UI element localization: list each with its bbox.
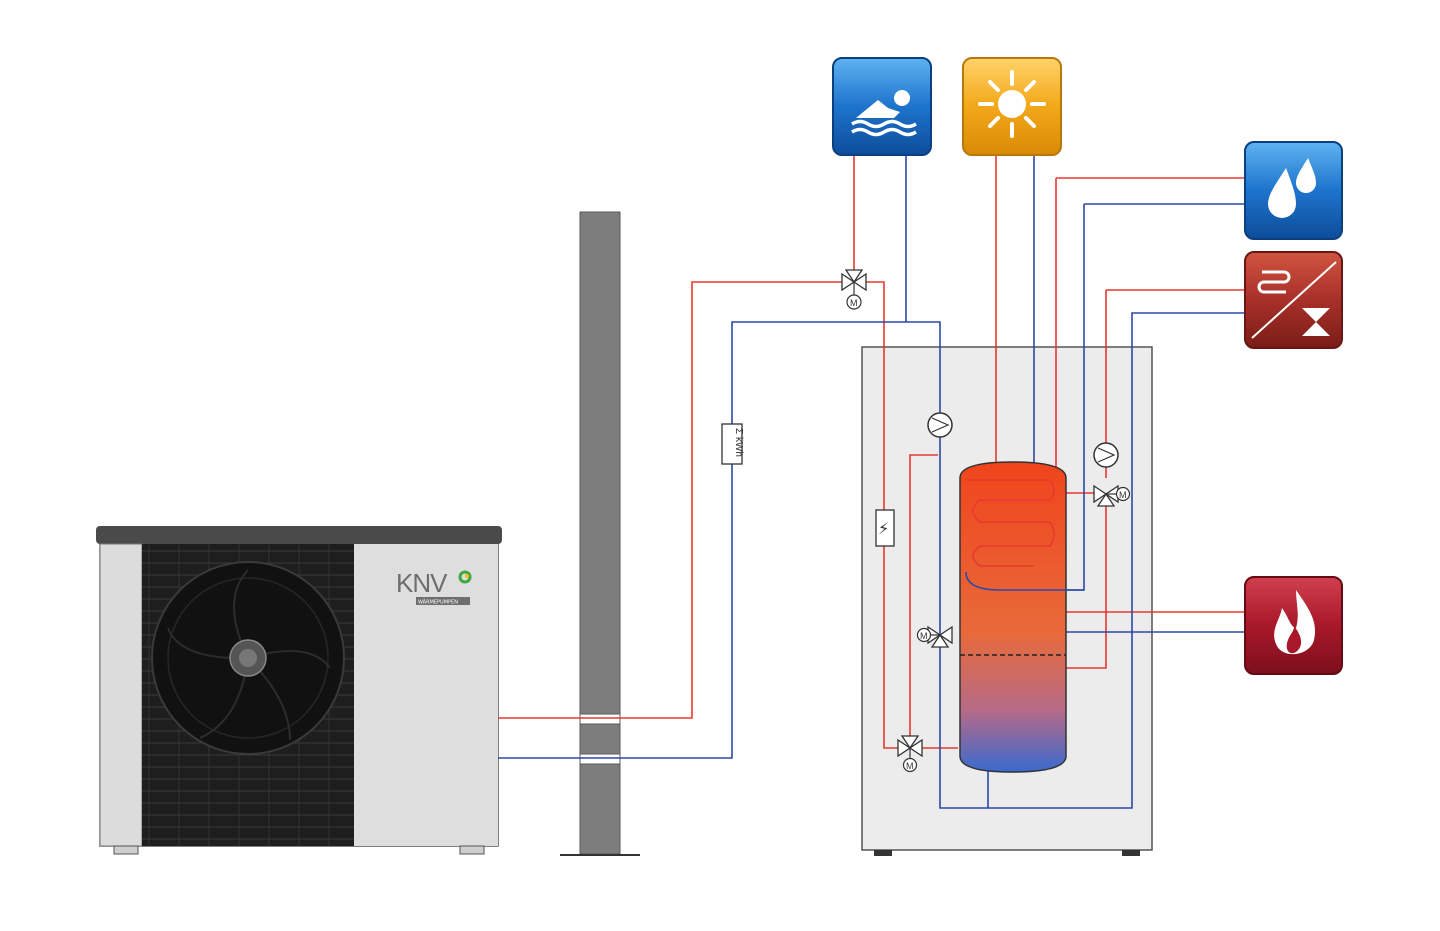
unit-foot-right — [459, 845, 485, 855]
sun-icon — [978, 70, 1046, 138]
svg-text:M: M — [850, 298, 858, 308]
brand-tagline: WÄRMEPUMPEN — [418, 599, 458, 606]
brand-logo: KNV — [396, 568, 448, 598]
three-way-valve-icon: M — [897, 735, 923, 773]
lightning-icon: ⚡ — [878, 519, 889, 538]
svg-text:M: M — [906, 761, 914, 771]
unit-lid — [96, 526, 502, 544]
building-wall — [560, 211, 640, 856]
heating-cooling-icon-tile — [1244, 251, 1343, 349]
electric-heater: ⚡ — [875, 509, 895, 547]
heat-meter: Σ kWh — [721, 423, 744, 465]
unit-left-strip — [99, 543, 143, 847]
svg-text:M: M — [920, 631, 928, 641]
outdoor-heat-pump-unit: KNV WÄRMEPUMPEN — [96, 526, 502, 855]
storage-tank — [959, 461, 1084, 773]
hot-water-icon-tile — [1244, 141, 1343, 240]
backup-heater-icon-tile — [1244, 576, 1343, 675]
heating-cooling-icon — [1251, 261, 1337, 339]
unit-foot-left — [113, 845, 139, 855]
brand-logo-mark — [458, 570, 472, 584]
fan-icon — [151, 561, 345, 755]
flame-icon — [1274, 590, 1316, 655]
three-way-valve-icon: M — [1093, 484, 1131, 507]
swimmer-icon — [851, 90, 917, 137]
circulation-pump-icon — [1093, 442, 1119, 468]
circulation-pump-icon — [927, 412, 953, 438]
solar-icon-tile — [962, 57, 1062, 156]
unit-right-panel — [354, 544, 498, 846]
svg-text:Σ kWh: Σ kWh — [733, 428, 744, 457]
svg-text:M: M — [1119, 490, 1127, 500]
three-way-valve-icon: M — [841, 269, 867, 310]
three-way-valve-icon: M — [916, 625, 953, 648]
water-drops-icon — [1268, 158, 1316, 218]
pool-icon-tile — [832, 57, 932, 156]
